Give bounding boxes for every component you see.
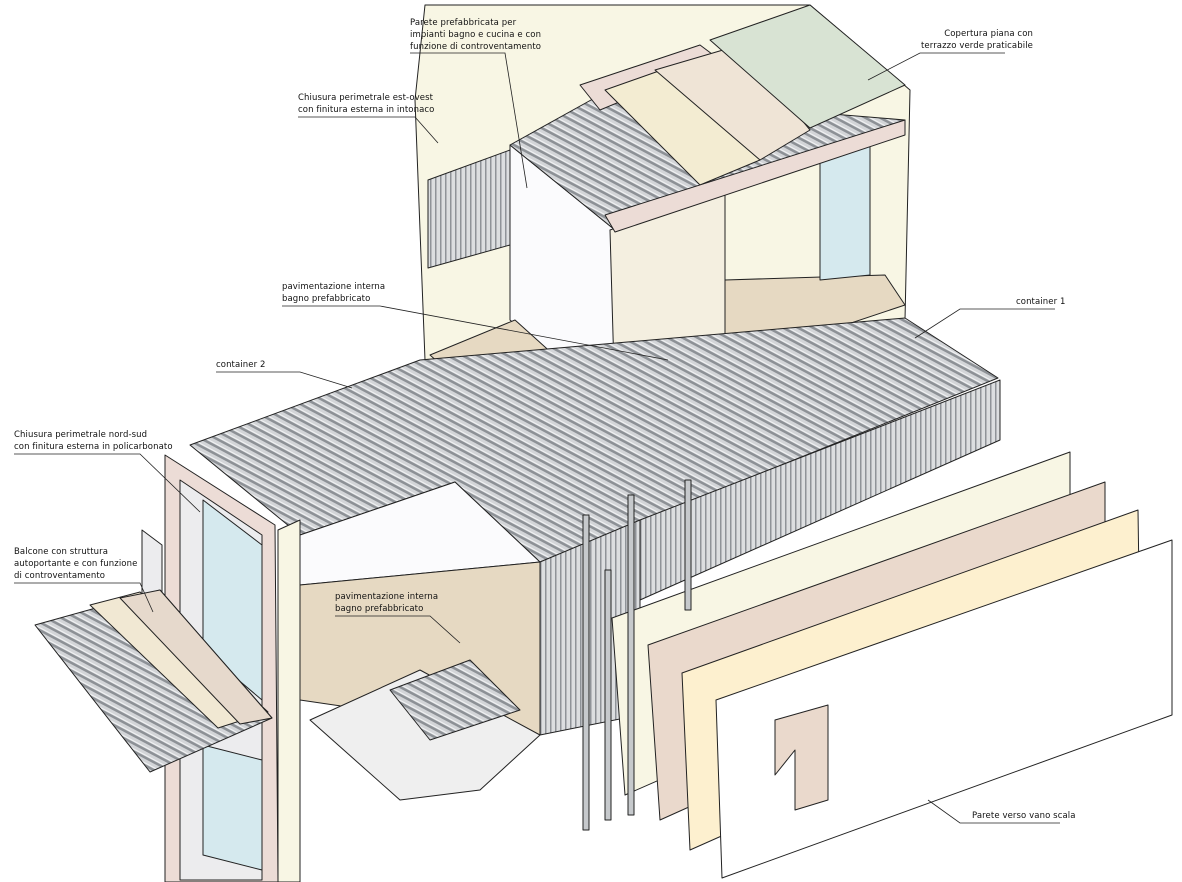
label-pavimentazione-upper: pavimentazione interna bagno prefabbrica… bbox=[282, 282, 386, 304]
label-parete-vano-scala: Parete verso vano scala bbox=[972, 811, 1076, 821]
lower-deck-strip bbox=[389, 659, 521, 741]
column bbox=[277, 519, 301, 882]
leader-lines bbox=[14, 52, 1060, 824]
label-copertura: Copertura piana con terrazzo verde prati… bbox=[921, 29, 1033, 51]
side-wall-corrugated bbox=[639, 379, 1001, 601]
label-pavimentazione-lower: pavimentazione interna bagno prefabbrica… bbox=[335, 592, 439, 614]
balcony-floor-2 bbox=[119, 589, 273, 725]
roof-edge-beam bbox=[604, 119, 906, 233]
panel-white bbox=[715, 539, 1173, 879]
door-opening bbox=[774, 704, 829, 811]
label-container-1: container 1 bbox=[1016, 297, 1066, 307]
roof-green bbox=[709, 4, 906, 129]
label-container-2: container 2 bbox=[216, 360, 266, 370]
window-upper bbox=[202, 499, 263, 701]
steel-posts bbox=[582, 479, 692, 831]
lower-subfloor bbox=[309, 669, 541, 801]
label-balcone: Balcone con struttura autoportante e con… bbox=[14, 547, 138, 581]
roof-layer-beige bbox=[654, 44, 811, 161]
label-parete-prefabbricata: Parete prefabbricata per impianti bagno … bbox=[410, 18, 542, 52]
label-chiusura-nord-sud: Chiusura perimetrale nord-sud con finitu… bbox=[14, 430, 173, 452]
window-lower bbox=[202, 744, 263, 871]
label-chiusura-est-ovest: Chiusura perimetrale est-ovest con finit… bbox=[298, 93, 435, 115]
upper-window bbox=[819, 144, 871, 281]
